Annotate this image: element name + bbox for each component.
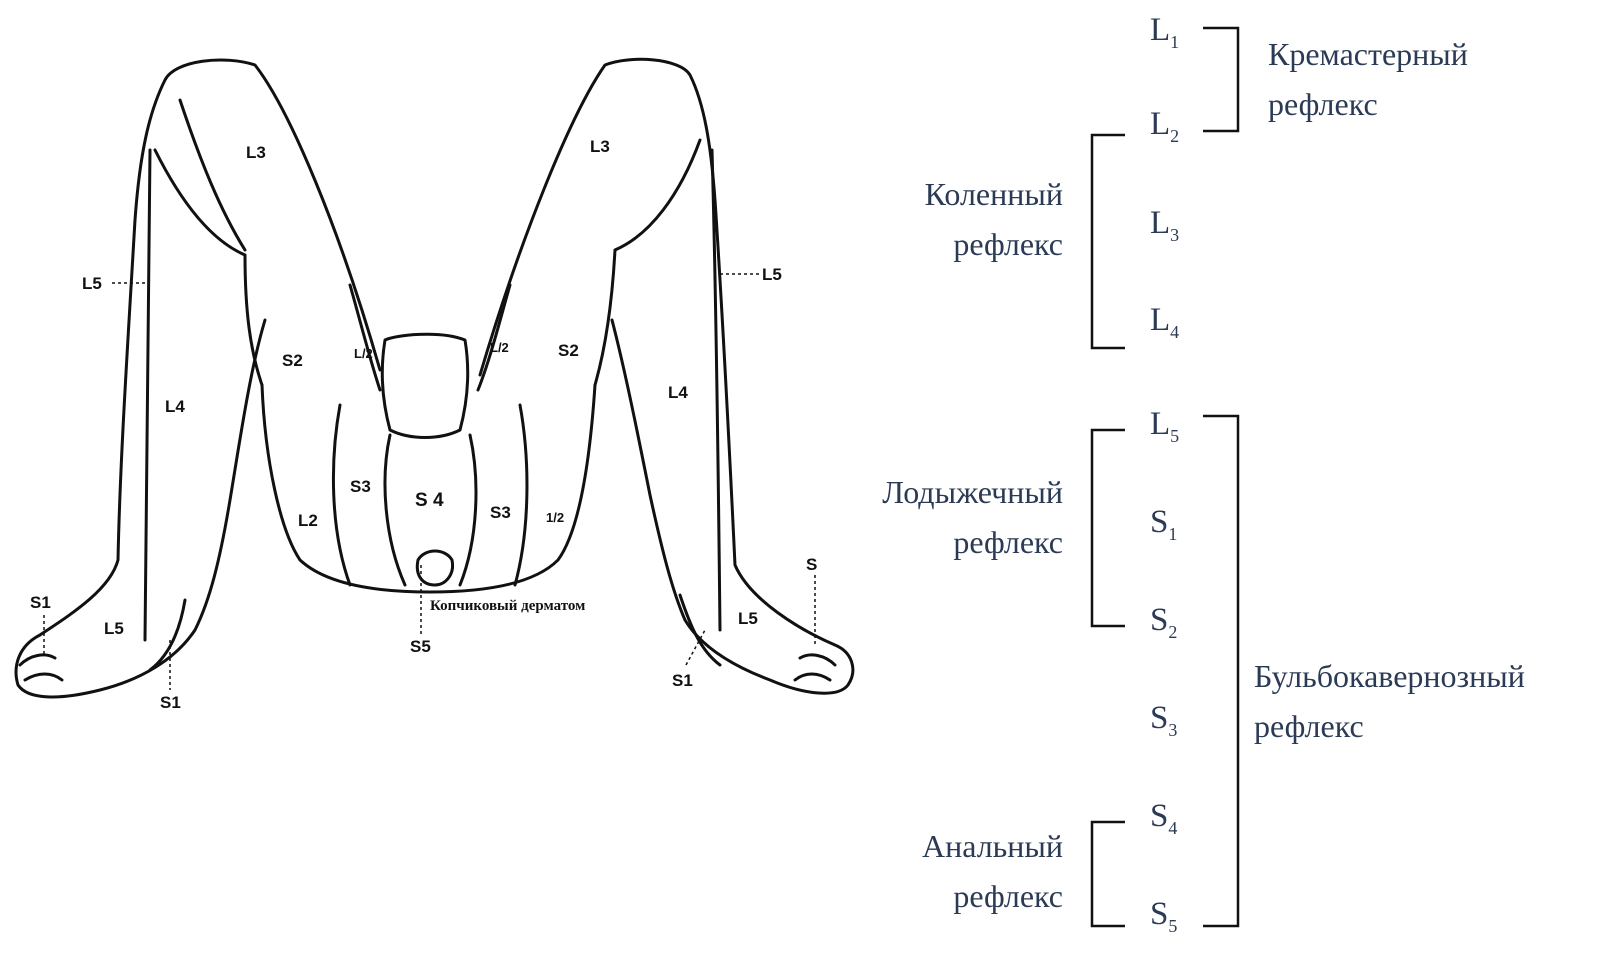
reflex-cremaster-line1: Кремастерный: [1268, 30, 1468, 80]
reflex-cremaster: Кремастерный рефлекс: [1268, 30, 1468, 129]
reflex-bulbocavernosus-line1: Бульбокавернозный: [1254, 652, 1525, 702]
reflex-ankle: Лодыжечный рефлекс: [882, 468, 1063, 567]
reflex-knee-line1: Коленный: [925, 170, 1063, 220]
reflex-bulbocavernosus-line2: рефлекс: [1254, 702, 1525, 752]
reflex-knee-line2: рефлекс: [925, 220, 1063, 270]
bracket-anal: [1092, 822, 1125, 926]
reflex-ankle-line2: рефлекс: [882, 518, 1063, 568]
bracket-knee: [1092, 135, 1125, 348]
reflex-anal: Анальный рефлекс: [922, 822, 1063, 921]
bracket-bulbocavernosus: [1203, 416, 1238, 926]
reflex-anal-line2: рефлекс: [922, 872, 1063, 922]
bracket-cremaster: [1203, 28, 1238, 131]
reflex-ankle-line1: Лодыжечный: [882, 468, 1063, 518]
bracket-ankle: [1092, 430, 1125, 626]
reflex-bulbocavernosus: Бульбокавернозный рефлекс: [1254, 652, 1525, 751]
reflex-cremaster-line2: рефлекс: [1268, 80, 1468, 130]
reflex-anal-line1: Анальный: [922, 822, 1063, 872]
reflex-knee: Коленный рефлекс: [925, 170, 1063, 269]
